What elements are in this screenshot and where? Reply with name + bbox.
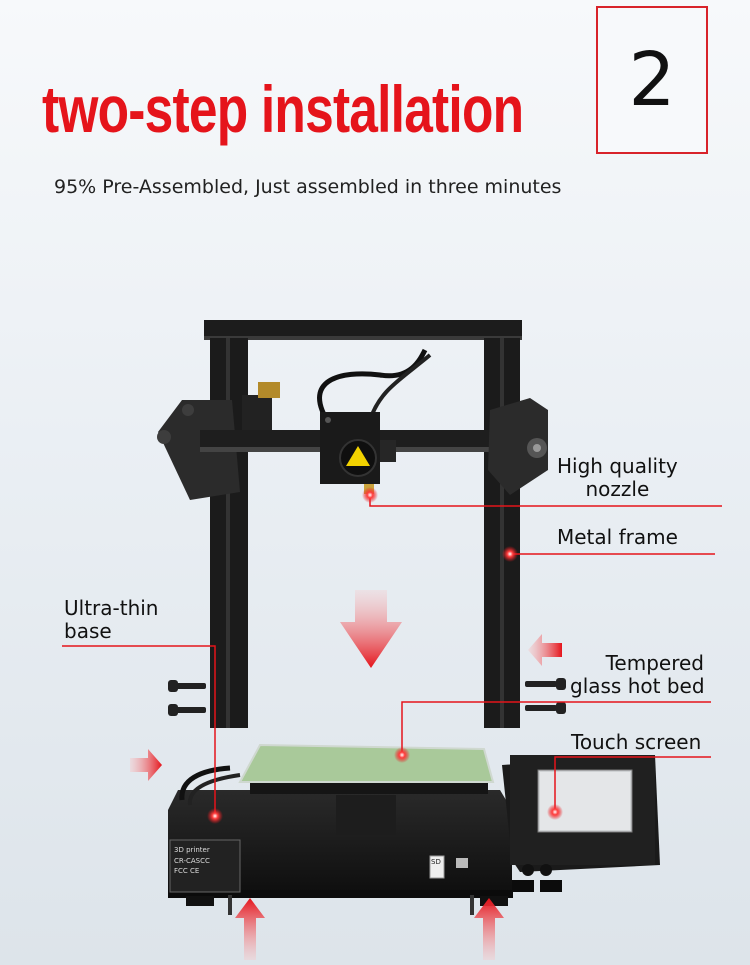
nameplate-line-2: CR-CASCC: [174, 856, 210, 865]
label-nozzle: High quality nozzle: [557, 455, 678, 501]
arrow-up-left: [235, 898, 265, 960]
nameplate-line-3: FCC CE: [174, 867, 200, 875]
hotbed-callout-line: [401, 701, 711, 755]
glass-hot-bed: [238, 743, 495, 783]
step-number: 2: [628, 37, 676, 123]
screws-right: [525, 678, 566, 714]
subtitle: 95% Pre-Assembled, Just assembled in thr…: [54, 176, 562, 198]
arrow-right-small: [528, 634, 562, 666]
label-nozzle-line1: High quality: [557, 454, 678, 478]
nameplate-text: 3D printer CR-CASCC FCC CE: [174, 845, 238, 877]
nameplate-line-1: 3D printer: [174, 846, 210, 854]
top-frame-bar: [204, 320, 522, 340]
label-hotbed: Tempered glass hot bed: [570, 651, 705, 698]
printer-base: [168, 790, 512, 895]
label-metal-frame: Metal frame: [557, 525, 678, 549]
sd-slot-label: SD: [431, 858, 441, 866]
screen-callout-line: [554, 756, 711, 812]
screws-left: [168, 680, 206, 716]
down-arrow: [340, 590, 402, 668]
nameplate: [169, 839, 241, 893]
arrow-up-right: [474, 898, 504, 960]
label-touch-screen: Touch screen: [571, 730, 702, 754]
label-base: Ultra-thin base: [64, 596, 159, 643]
arrow-left-small: [130, 749, 162, 781]
base-callout-line: [62, 645, 216, 815]
page-title: two-step installation: [42, 72, 524, 146]
label-nozzle-line2: nozzle: [585, 477, 650, 501]
step-number-box: 2: [596, 6, 708, 154]
